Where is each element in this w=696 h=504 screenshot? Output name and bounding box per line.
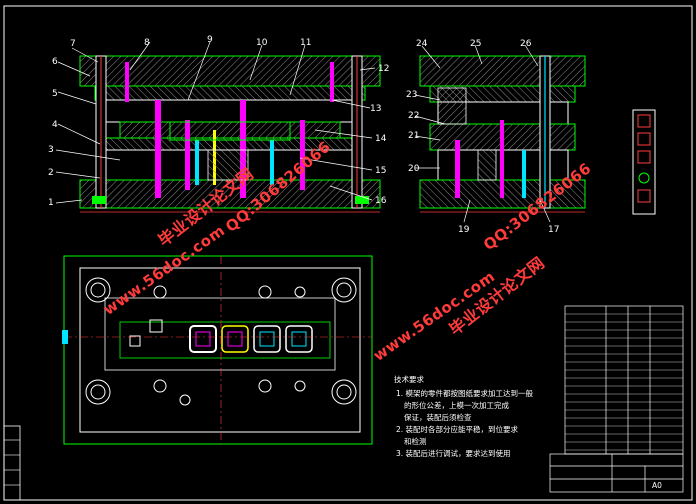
callout-21: 21 [408,131,419,141]
callout-1: 1 [48,198,54,208]
left-binding-strip [3,425,21,501]
side-section-view [419,55,586,213]
note-line-5: 和检测 [404,436,427,446]
callout-9: 9 [207,35,213,45]
drawing-border [3,5,693,501]
callout-10: 10 [256,38,268,48]
front-view-leaders [55,41,376,204]
callout-19: 19 [458,225,470,235]
callout-15: 15 [375,166,386,176]
parts-list-rows [565,313,683,451]
callout-11: 11 [300,38,311,48]
callout-4: 4 [52,120,58,130]
notes-title: 技术要求 [394,374,424,384]
callout-26: 26 [520,39,532,49]
callout-5: 5 [52,89,58,99]
note-line-1: 1. 模架的零件都按图纸要求加工达到一般 [396,388,534,398]
callout-13: 13 [370,104,381,114]
callout-25: 25 [470,39,481,49]
side-view-leaders [414,44,551,223]
detail-view [632,109,656,215]
note-line-2: 的形位公差，上模一次加工完成 [404,400,509,410]
callout-24: 24 [416,39,428,49]
technical-notes: 技术要求 1. 模架的零件都按图纸要求加工达到一般 的形位公差，上模一次加工完成… [394,374,534,458]
callout-7: 7 [70,39,76,49]
title-block [549,305,684,493]
callout-23: 23 [406,90,417,100]
callout-20: 20 [408,164,420,174]
callout-17: 17 [548,225,559,235]
callout-3: 3 [48,145,54,155]
plan-view [62,255,373,445]
callout-14: 14 [375,134,387,144]
note-line-6: 3. 装配后进行调试，要求达到使用 [396,448,511,458]
callout-8: 8 [144,38,150,48]
callout-22: 22 [408,111,419,121]
callout-16: 16 [375,196,387,206]
callout-12: 12 [378,64,389,74]
note-line-4: 2. 装配时各部分应能平稳，到位要求 [396,424,519,434]
callout-6: 6 [52,57,58,67]
title-block-scale: A0 [652,481,662,490]
front-section-view [79,55,381,213]
note-line-3: 保证，装配后须检查 [404,412,472,422]
callout-2: 2 [48,168,54,178]
